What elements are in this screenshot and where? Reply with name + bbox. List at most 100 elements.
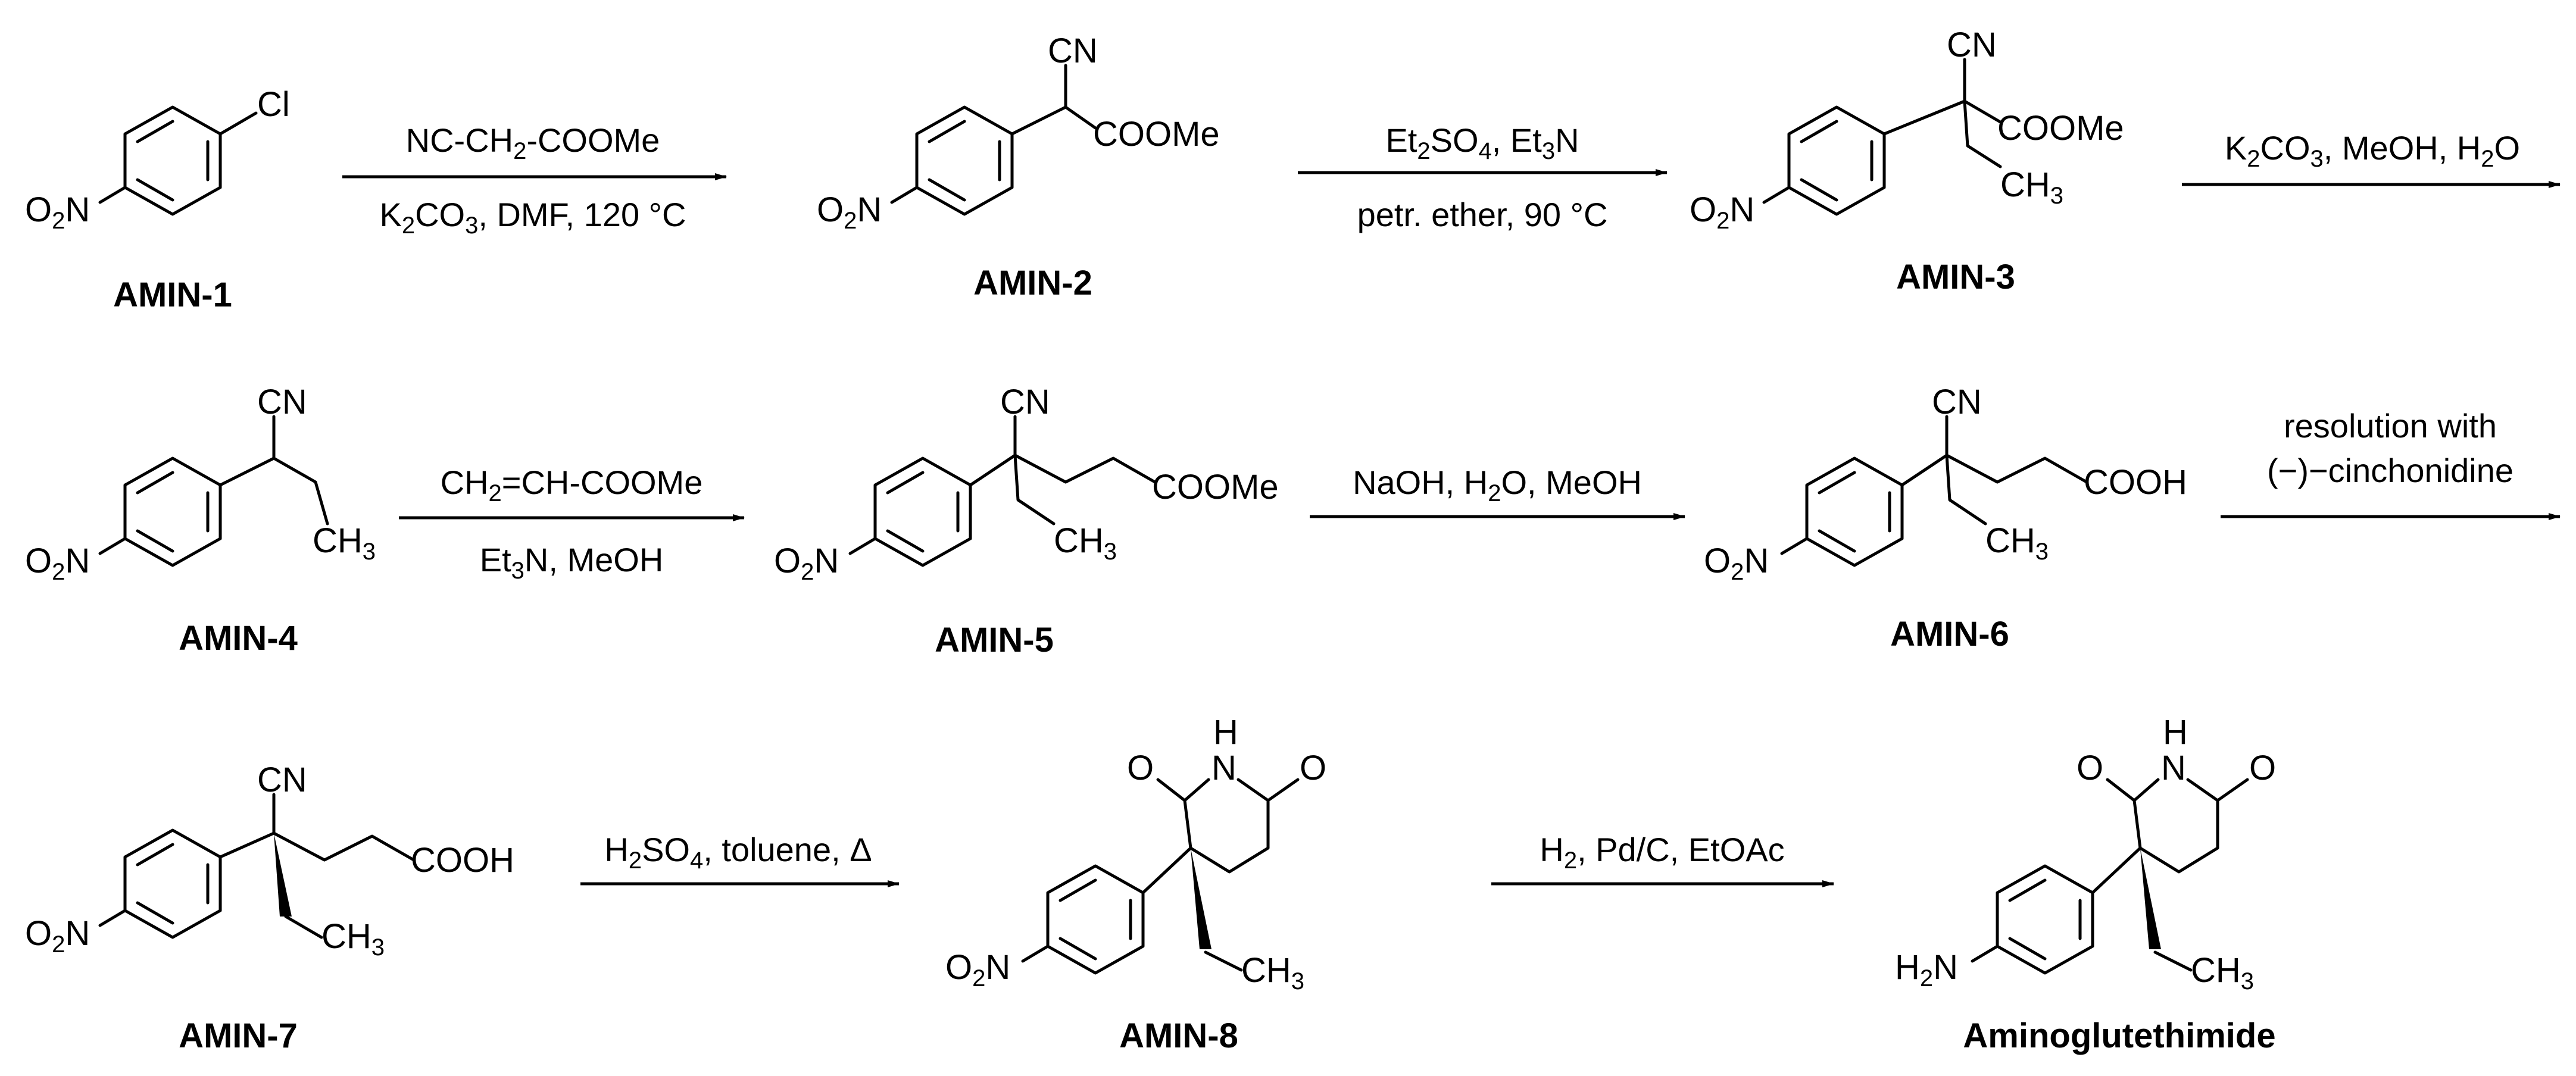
carboxylic-acid-group: COOH — [411, 841, 514, 880]
step1-conditions: K2CO3, DMF, 120 °C — [379, 196, 686, 239]
ester-group: COOMe — [1093, 115, 1220, 154]
side-chain — [218, 415, 329, 526]
bond-c-n — [890, 186, 919, 204]
glutarimide-ring — [2091, 778, 2249, 972]
nitro-group: O2N — [25, 914, 90, 958]
wedge-bond — [1191, 848, 1211, 949]
methyl-group: CH3 — [1241, 951, 1304, 994]
nitro-group: O2N — [817, 190, 882, 234]
ring-double-bonds — [1058, 878, 1132, 961]
carbonyl-oxygen-right: O — [1300, 749, 1326, 787]
benzene-ring — [1996, 864, 2094, 975]
arrow-step7: H2SO4, toluene, Δ — [580, 831, 900, 887]
ring-double-bonds — [886, 471, 960, 553]
arrow-step2: Et2SO4, Et3N petr. ether, 90 °C — [1298, 121, 1668, 233]
benzene-ring — [123, 828, 222, 939]
label-amin8: AMIN-8 — [1119, 1016, 1238, 1055]
step2-conditions: petr. ether, 90 °C — [1357, 196, 1608, 233]
methyl-group: CH3 — [2191, 951, 2254, 994]
cyano-group: CN — [1000, 383, 1050, 421]
nitro-group: O2N — [1690, 190, 1754, 234]
carbonyl-oxygen-right: O — [2249, 749, 2276, 787]
compound-amin1: Cl O2N AMIN-1 — [25, 85, 290, 314]
nitro-group: O2N — [774, 542, 839, 585]
methyl-group: CH3 — [2000, 165, 2063, 209]
cyano-group: CN — [1048, 32, 1098, 70]
label-amin3: AMIN-3 — [1896, 258, 2015, 296]
step3-reagents: K2CO3, MeOH, H2O — [2225, 129, 2520, 172]
compound-amin4: CN CH3 O2N AMIN-4 — [25, 383, 376, 658]
step6-line1: resolution with — [2284, 407, 2497, 445]
benzene-ring — [1787, 105, 1886, 216]
ring-double-bonds — [136, 471, 210, 553]
arrow-step5: NaOH, H2O, MeOH — [1310, 464, 1685, 520]
bond-c-n — [848, 537, 877, 555]
cyano-group: CN — [257, 761, 307, 799]
imide-hydrogen: H — [2163, 713, 2188, 752]
step6-line2: (−)−cinchonidine — [2267, 452, 2513, 489]
arrow-step4: CH2=CH-COOMe Et3N, MeOH — [399, 464, 745, 584]
side-chains — [969, 415, 1157, 526]
compound-amin5: CN COOMe CH3 O2N AMIN-5 — [774, 383, 1279, 659]
label-amin2: AMIN-2 — [973, 264, 1092, 302]
ring-double-bonds — [1818, 471, 1891, 553]
arrow-step3: K2CO3, MeOH, H2O — [2182, 129, 2561, 188]
step1-reagent: NC-CH2-COOMe — [406, 121, 660, 164]
bond-c-n — [98, 909, 127, 927]
methyl-group: CH3 — [313, 521, 376, 565]
label-amin7: AMIN-7 — [179, 1016, 298, 1055]
side-chains — [1900, 415, 2088, 526]
imide-nitrogen: N — [1211, 749, 1237, 787]
nitro-group: O2N — [25, 190, 90, 234]
side-chain — [1010, 64, 1097, 136]
carbonyl-oxygen-left: O — [2077, 749, 2103, 787]
compound-amin7: CN COOH CH3 O2N AMIN-7 — [25, 761, 514, 1055]
step5-reagents: NaOH, H2O, MeOH — [1353, 464, 1642, 506]
ester-group: COOMe — [1152, 468, 1279, 506]
benzene-ring — [123, 456, 222, 567]
compound-amin3: CN COOMe CH3 O2N AMIN-3 — [1690, 26, 2124, 296]
label-amin4: AMIN-4 — [179, 619, 298, 658]
side-chains — [1882, 58, 2002, 168]
amino-group: H2N — [1895, 948, 1958, 991]
nitro-group: O2N — [1704, 542, 1769, 585]
imide-hydrogen: H — [1213, 713, 1238, 752]
methyl-group: CH3 — [1054, 521, 1117, 565]
ring-double-bonds — [2008, 878, 2082, 961]
cyano-group: CN — [1947, 26, 1997, 64]
wedge-bond — [2140, 848, 2161, 949]
ester-group: COOMe — [1997, 109, 2124, 148]
ring-double-bonds — [1800, 120, 1874, 202]
step4-conditions: Et3N, MeOH — [480, 541, 664, 584]
carboxylic-acid-group: COOH — [2084, 463, 2187, 502]
bond-c-n — [1021, 944, 1050, 963]
compound-amin8: O N H O CH3 O2N AMIN-8 — [945, 713, 1326, 1055]
benzene-ring — [1046, 864, 1145, 975]
step2-reagents: Et2SO4, Et3N — [1385, 121, 1579, 164]
glutarimide-ring — [1141, 778, 1300, 972]
compound-aminoglutethimide: O N H O CH3 H2N Aminoglutethimide — [1895, 713, 2276, 1055]
arrow-step6: resolution with (−)−cinchonidine — [2221, 407, 2561, 520]
label-amin6: AMIN-6 — [1890, 615, 2009, 653]
compound-amin6: CN COOH CH3 O2N AMIN-6 — [1704, 383, 2187, 653]
side-chains — [218, 793, 416, 939]
cyano-group: CN — [257, 383, 307, 421]
ring-double-bonds — [136, 843, 210, 925]
step4-reagent: CH2=CH-COOMe — [441, 464, 703, 506]
step8-reagents: H2, Pd/C, EtOAc — [1540, 831, 1784, 874]
methyl-group: CH3 — [1985, 521, 2049, 565]
chlorine-atom: Cl — [257, 85, 290, 124]
label-aminoglutethimide: Aminoglutethimide — [1963, 1016, 2275, 1055]
bond-c-n — [1762, 186, 1791, 204]
wedge-bond — [274, 833, 292, 917]
bond-c-n — [98, 186, 127, 204]
ring-double-bonds — [928, 120, 1001, 202]
benzene-ring — [123, 105, 222, 216]
arrow-step8: H2, Pd/C, EtOAc — [1491, 831, 1834, 887]
arrow-step1: NC-CH2-COOMe K2CO3, DMF, 120 °C — [342, 121, 727, 239]
bond-c-n — [98, 537, 127, 555]
benzene-ring — [873, 456, 972, 567]
ring-double-bonds — [136, 120, 210, 202]
benzene-ring — [1805, 456, 1904, 567]
